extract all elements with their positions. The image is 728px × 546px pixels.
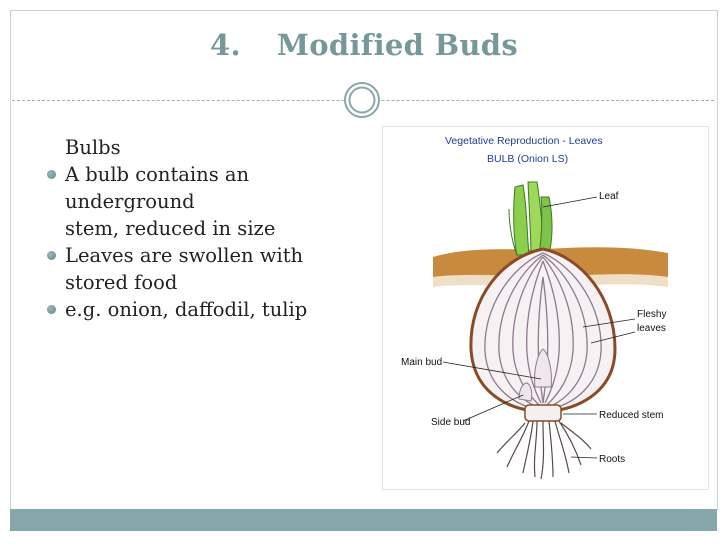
bullet-icon — [47, 170, 56, 179]
label-leaves: leaves — [637, 323, 666, 334]
bullet-item-3: e.g. onion, daffodil, tulip — [47, 296, 377, 323]
bullet-line: Leaves are swollen with — [65, 244, 304, 267]
bullet-item-1: A bulb contains an underground stem, red… — [47, 161, 377, 242]
content-heading: Bulbs — [65, 136, 121, 159]
bullet-line: stem, reduced in size — [65, 217, 276, 240]
slide-title-text: Modified Buds — [276, 28, 519, 62]
bullet-icon — [47, 305, 56, 314]
slide-title: 4. Modified Buds — [0, 28, 728, 62]
bullet-line: A bulb contains an — [65, 163, 250, 186]
label-leaf: Leaf — [599, 191, 619, 202]
bullet-item-2: Leaves are swollen with stored food — [47, 242, 377, 296]
label-side-bud: Side bud — [431, 417, 470, 428]
main-bud — [534, 348, 552, 388]
slide-number: 4. — [209, 28, 241, 62]
label-leader-lines — [442, 196, 636, 459]
onion-bulb-diagram: Vegetative Reproduction - Leaves BULB (O… — [382, 126, 709, 490]
divider-ornament-icon — [344, 82, 380, 118]
onion-bulb-illustration: Vegetative Reproduction - Leaves BULB (O… — [401, 135, 668, 480]
figure-subtitle: BULB (Onion LS) — [487, 153, 568, 165]
bullet-line: underground — [65, 190, 195, 213]
roots — [496, 420, 592, 480]
footer-bar — [10, 509, 717, 531]
bullet-icon — [47, 251, 56, 260]
bullet-line: stored food — [65, 271, 178, 294]
label-reduced-stem: Reduced stem — [599, 410, 663, 421]
label-fleshy: Fleshy — [637, 309, 666, 320]
bullet-line: e.g. onion, daffodil, tulip — [65, 298, 308, 321]
side-bud — [518, 382, 533, 402]
label-main-bud: Main bud — [401, 357, 442, 368]
figure-title: Vegetative Reproduction - Leaves — [445, 135, 603, 147]
reduced-stem — [524, 404, 562, 422]
content-body: Bulbs A bulb contains an underground ste… — [47, 134, 377, 323]
leaf-shoot — [513, 184, 530, 256]
label-roots: Roots — [599, 454, 625, 465]
